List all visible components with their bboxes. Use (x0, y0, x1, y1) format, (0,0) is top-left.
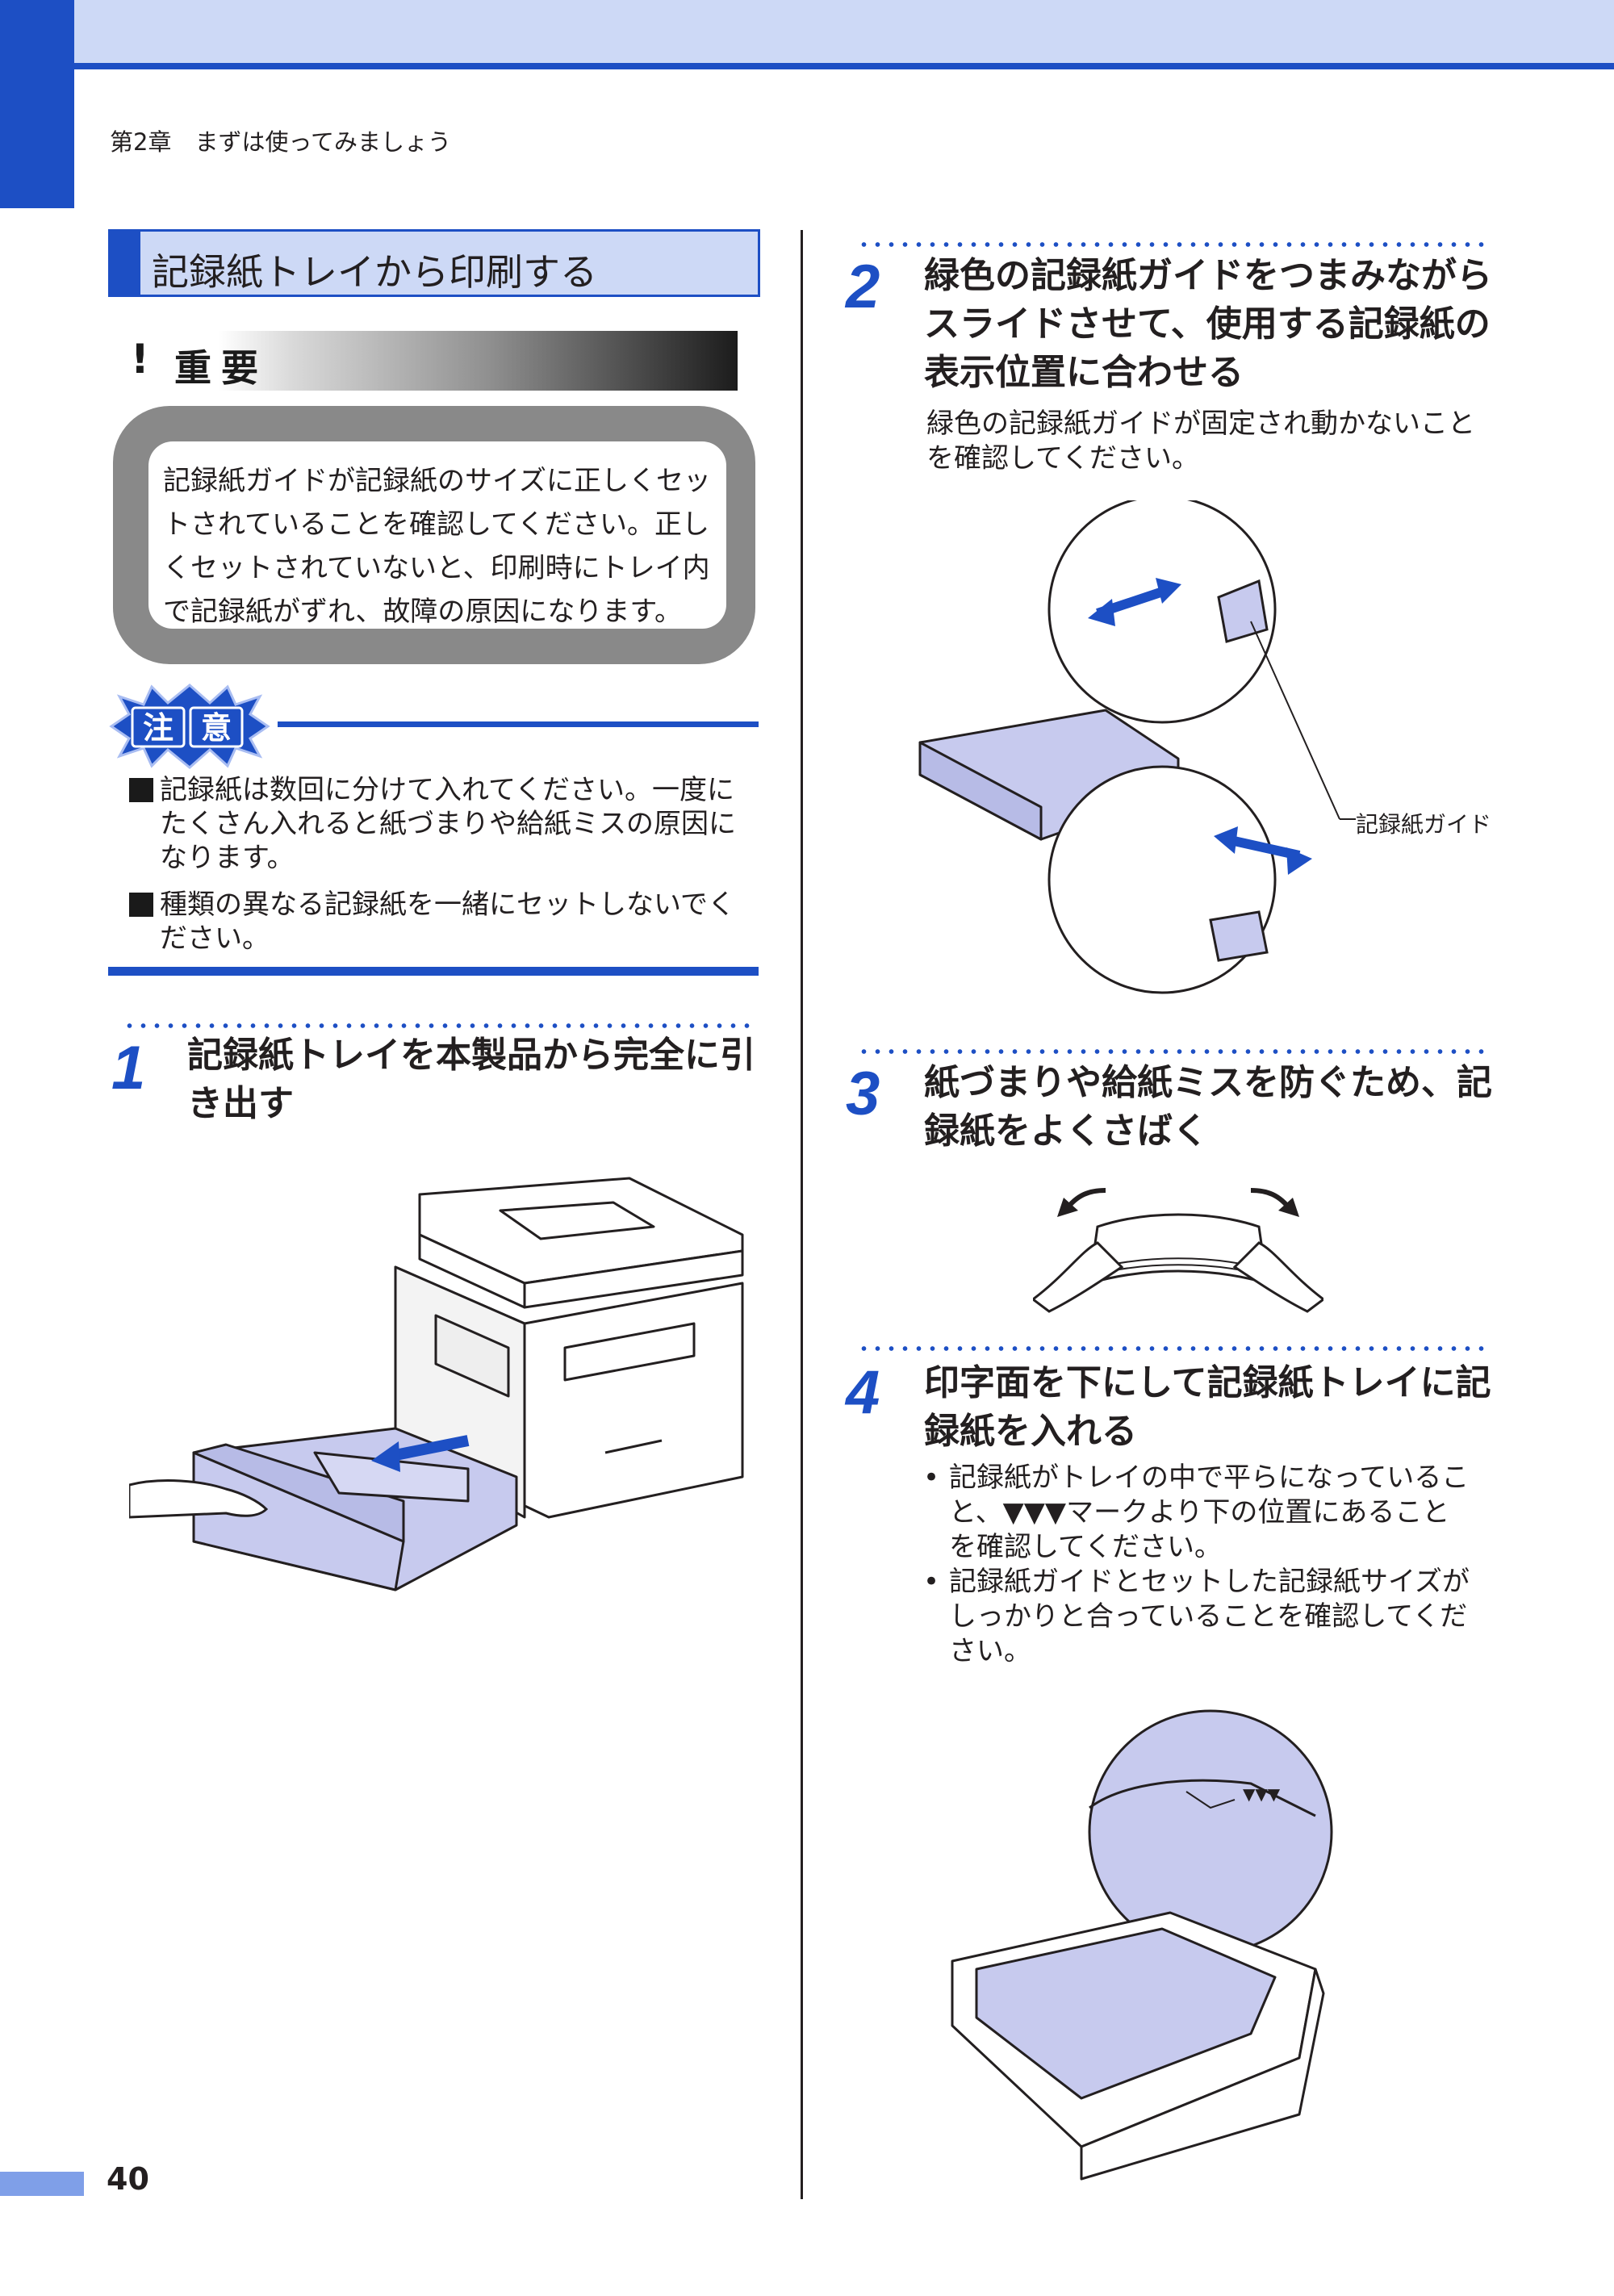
header-rule (74, 63, 1614, 69)
caution-char-1: 注 (143, 710, 174, 746)
caution-item: 記録紙は数回に分けて入れてください。一度に たくさん入れると紙づまりや給紙ミスの… (129, 773, 759, 875)
step-4-bullets: • 記録紙がトレイの中で平らになっているこ と、▼▼▼マークより下の位置にあるこ… (918, 1461, 1516, 1669)
step-divider (123, 1023, 752, 1028)
step-4-title-line: 印字面を下にして記録紙トレイに記 (924, 1362, 1491, 1403)
step-2-body-line: 緑色の記録紙ガイドが固定され動かないこと (926, 408, 1475, 440)
step-3-number: 3 (846, 1060, 880, 1128)
page-tab (0, 2172, 84, 2196)
caution-char-2: 意 (201, 710, 232, 746)
caution-bottom-rule (108, 967, 759, 976)
header-band (0, 0, 1614, 65)
bullet-line: を確認してください。 (949, 1531, 1222, 1563)
bullet-line: しっかりと合っていることを確認してくだ (949, 1600, 1468, 1633)
caution-line: ださい。 (160, 922, 270, 955)
important-line: くセットされていないと、印刷時にトレイ内 (163, 552, 710, 584)
square-bullet-icon (129, 893, 153, 917)
bullet-line: と、▼▼▼マークより下の位置にあること (949, 1496, 1450, 1529)
important-title: 重要 (174, 346, 268, 390)
caution-line: 種類の異なる記録紙を一緒にセットしないでく (160, 889, 735, 921)
paper-guide-illustration (918, 500, 1356, 994)
chapter-tab (0, 0, 74, 208)
caution-line: 記録紙は数回に分けて入れてください。一度に (160, 774, 734, 806)
important-line: 記録紙ガイドが記録紙のサイズに正しくセッ (163, 465, 711, 497)
chapter-title: 第2章 まずは使ってみましょう (110, 128, 452, 156)
square-bullet-icon (129, 778, 153, 802)
step-3-title-line: 録紙をよくさばく (924, 1110, 1208, 1152)
caution-badge: 注 意 (105, 682, 274, 771)
step-divider (857, 242, 1486, 247)
list-item: • 記録紙がトレイの中で平らになっているこ と、▼▼▼マークより下の位置にあるこ… (918, 1461, 1516, 1565)
important-content: 記録紙ガイドが記録紙のサイズに正しくセッ トされていることを確認してください。正… (148, 441, 726, 629)
step-2-title: 緑色の記録紙ガイドをつまみながら スライドさせて、使用する記録紙の 表示位置に合… (924, 252, 1505, 397)
section-title: 記録紙トレイから印刷する (152, 250, 597, 294)
bullet-line: さい。 (949, 1635, 1031, 1667)
caution-line: たくさん入れると紙づまりや給紙ミスの原因に (160, 808, 736, 840)
step-1-title-line: 記録紙トレイを本製品から完全に引 (187, 1035, 755, 1076)
section-heading: 記録紙トレイから印刷する (108, 229, 760, 297)
column-divider (801, 230, 803, 2199)
step-2-body-line: を確認してください。 (926, 442, 1199, 475)
printer-tray-illustration (129, 1177, 744, 1591)
bullet-line: 記録紙ガイドとセットした記録紙サイズが (949, 1566, 1470, 1598)
step-2-number: 2 (846, 253, 880, 321)
step-1-title: 記録紙トレイを本製品から完全に引 き出す (187, 1031, 768, 1128)
paper-guide-callout: 記録紙ガイド (1356, 811, 1492, 838)
step-4-number: 4 (846, 1358, 880, 1427)
page-number: 40 (107, 2161, 149, 2197)
important-box: 記録紙ガイドが記録紙のサイズに正しくセッ トされていることを確認してください。正… (113, 406, 755, 664)
step-2-title-line: スライドさせて、使用する記録紙の (924, 303, 1491, 345)
step-2-title-line: 緑色の記録紙ガイドをつまみながら (924, 255, 1492, 296)
important-header: ! 重要 (119, 331, 738, 391)
important-line: で記録紙がずれ、故障の原因になります。 (163, 596, 682, 628)
bullet-dot-icon: • (923, 1566, 940, 1598)
step-divider (857, 1346, 1486, 1351)
load-paper-illustration: ▼▼▼ (951, 1709, 1333, 2181)
bullet-dot-icon: • (923, 1462, 940, 1494)
caution-rule (278, 721, 759, 727)
important-line: トされていることを確認してください。正し (163, 508, 709, 541)
step-1-title-line: き出す (187, 1083, 294, 1124)
fan-paper-illustration (1033, 1188, 1323, 1313)
list-item: • 記録紙ガイドとセットした記録紙サイズが しっかりと合っていることを確認してく… (918, 1565, 1516, 1669)
svg-text:▼▼▼: ▼▼▼ (1243, 1784, 1281, 1804)
caution-item: 種類の異なる記録紙を一緒にセットしないでく ださい。 (129, 888, 759, 956)
step-4-title-line: 録紙を入れる (924, 1411, 1137, 1452)
step-2-body: 緑色の記録紙ガイドが固定され動かないこと を確認してください。 (926, 407, 1507, 476)
step-3-title: 紙づまりや給紙ミスを防ぐため、記 録紙をよくさばく (924, 1059, 1505, 1156)
step-1-number: 1 (111, 1034, 146, 1102)
step-divider (857, 1049, 1486, 1054)
caution-list: 記録紙は数回に分けて入れてください。一度に たくさん入れると紙づまりや給紙ミスの… (129, 773, 759, 968)
caution-burst-icon: 注 意 (109, 684, 270, 769)
bullet-line: 記録紙がトレイの中で平らになっているこ (949, 1462, 1470, 1494)
step-2-title-line: 表示位置に合わせる (924, 352, 1244, 393)
caution-line: なります。 (160, 842, 295, 874)
step-4-title: 印字面を下にして記録紙トレイに記 録紙を入れる (924, 1359, 1505, 1456)
step-3-title-line: 紙づまりや給紙ミスを防ぐため、記 (924, 1062, 1492, 1103)
exclamation-icon: ! (131, 336, 149, 383)
